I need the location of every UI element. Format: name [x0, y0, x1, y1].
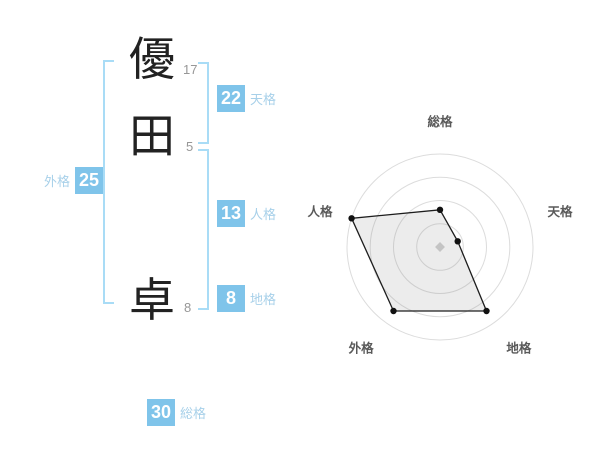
center-dot — [435, 242, 445, 252]
axis-label: 人格 — [307, 204, 333, 219]
stroke-count-1: 17 — [183, 62, 198, 77]
tenkaku-label: 天格 — [250, 92, 277, 107]
gaikaku-score: 外格 25 — [44, 167, 104, 194]
vertex-dot — [390, 307, 397, 315]
gaikaku-bracket — [103, 60, 114, 304]
jinkaku-score: 13 人格 — [217, 200, 276, 227]
stroke-count-2: 5 — [186, 139, 194, 154]
jinkaku-bracket — [198, 149, 209, 310]
gaikaku-label: 外格 — [44, 174, 71, 189]
jinkaku-value: 13 — [217, 200, 245, 227]
radar-chart-panel: 総格天格地格 外格 人格 — [295, 100, 595, 400]
grid-ring — [393, 200, 487, 294]
vertex-dot — [436, 206, 444, 213]
chikaku-value: 8 — [217, 285, 245, 312]
tenkaku-value: 22 — [217, 85, 245, 112]
grid-ring — [369, 176, 511, 318]
name-kanji-2: 田 — [129, 110, 175, 162]
jinkaku-label: 人格 — [250, 207, 277, 222]
vertex-dot — [483, 307, 490, 315]
soukaku-score: 30 総格 — [147, 399, 206, 426]
radar-series-polygon — [350, 209, 488, 312]
name-kanji-3: 卓 — [129, 274, 175, 326]
grid-ring — [416, 223, 464, 271]
tenkaku-bracket — [198, 62, 209, 144]
axis-label: 天格 — [548, 204, 574, 219]
vertex-dot — [348, 215, 355, 222]
axis-label: 外格 — [348, 340, 375, 355]
chikaku-score: 8 地格 — [217, 285, 276, 312]
axis-label: 総格 — [427, 114, 453, 129]
soukaku-label: 総格 — [180, 406, 207, 421]
soukaku-value: 30 — [147, 399, 175, 426]
tenkaku-score: 22 天格 — [217, 85, 276, 112]
chikaku-label: 地格 — [250, 292, 277, 307]
stroke-count-3: 8 — [184, 300, 192, 315]
vertex-dot — [454, 238, 461, 245]
axis-label: 地格 — [506, 340, 532, 355]
grid-ring — [346, 153, 534, 341]
gaikaku-value: 25 — [75, 167, 104, 194]
name-kanji-1: 優 — [129, 33, 175, 85]
